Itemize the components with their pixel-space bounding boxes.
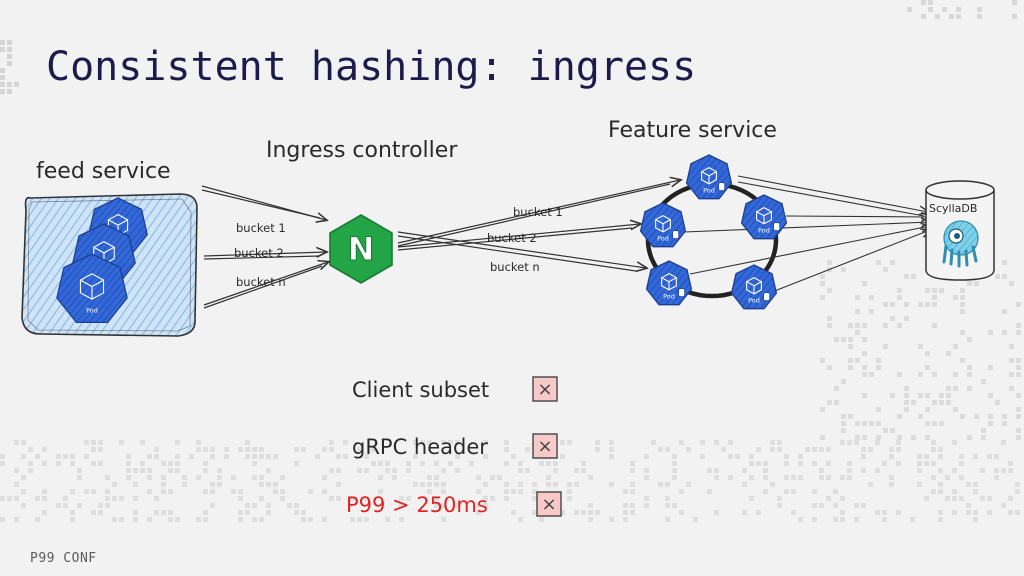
checklist-item-label: P99 > 250ms <box>346 493 488 517</box>
checklist-item-label: Client subset <box>352 378 489 402</box>
arrows-feed-to-ingress <box>201 185 328 309</box>
svg-text:×: × <box>537 436 552 457</box>
bucket-out-1: bucket 1 <box>513 205 563 219</box>
svg-text:×: × <box>537 379 552 400</box>
feature-service-label: Feature service <box>608 118 777 143</box>
bucket-out-n: bucket n <box>490 260 540 274</box>
scylladb-database <box>925 180 995 281</box>
ingress-controller-label: Ingress controller <box>266 138 458 163</box>
arrows-feature-to-scylladb <box>683 175 930 293</box>
nginx-ingress-icon: N <box>329 214 393 284</box>
checklist-cross-box: × <box>532 376 558 402</box>
svg-text:Pod: Pod <box>663 292 675 300</box>
bucket-in-1: bucket 1 <box>236 221 286 235</box>
feature-pod-right: Pod <box>740 194 788 240</box>
checklist-cross-box: × <box>536 491 562 517</box>
checklist-item-label: gRPC header <box>352 435 488 459</box>
conference-logo: P99 CONF <box>30 551 97 566</box>
arrows-ingress-to-feature <box>397 180 680 271</box>
feed-service-pods: Pod <box>56 197 148 324</box>
slide-title: Consistent hashing: ingress <box>46 44 696 90</box>
bucket-in-2: bucket 2 <box>234 246 284 260</box>
background-dot-pattern <box>0 0 1021 522</box>
feature-pod-top: Pod <box>685 154 733 200</box>
svg-text:Pod: Pod <box>748 296 760 304</box>
svg-text:Pod: Pod <box>703 186 715 194</box>
bucket-out-2: bucket 2 <box>487 231 537 245</box>
feed-pod-front: Pod <box>56 253 128 324</box>
svg-text:Pod: Pod <box>657 234 669 242</box>
svg-text:×: × <box>541 494 556 515</box>
checklist-cross-box: × <box>532 433 558 459</box>
scylladb-label: ScyllaDB <box>929 202 977 215</box>
feed-service-label: feed service <box>36 159 171 184</box>
svg-text:Pod: Pod <box>758 226 770 234</box>
feature-pod-bottom-right: Pod <box>730 264 778 310</box>
comparison-checklist: Client subset × gRPC header × P99 > 250ms × <box>346 376 562 517</box>
scylla-monster-icon <box>942 220 979 268</box>
feature-pod-bottom-left: Pod <box>645 260 693 306</box>
feature-pod-left: Pod <box>639 202 687 248</box>
svg-text:N: N <box>348 230 375 268</box>
bucket-in-n: bucket n <box>236 275 286 289</box>
svg-text:Pod: Pod <box>86 306 98 314</box>
